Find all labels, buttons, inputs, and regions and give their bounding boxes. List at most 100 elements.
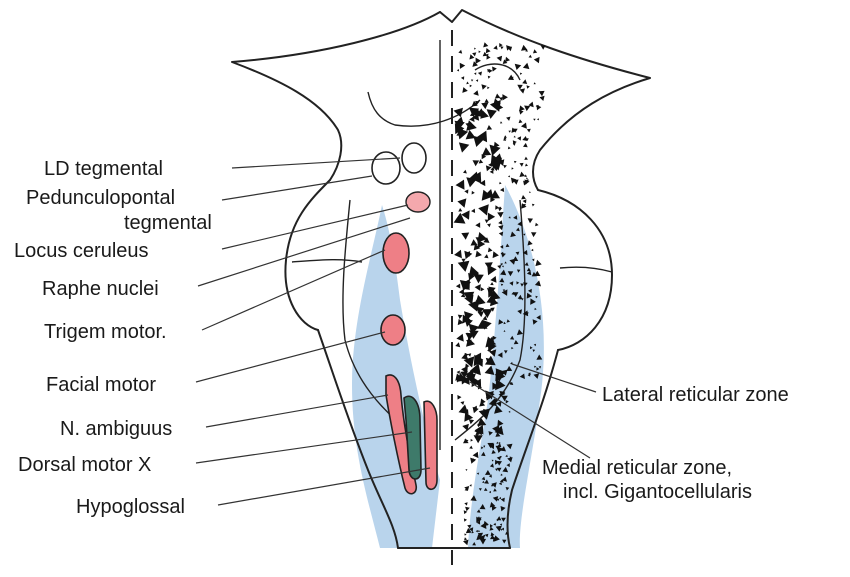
reticular-stipple xyxy=(453,42,546,546)
label-n-ambiguus: N. ambiguus xyxy=(60,418,172,440)
stipple-mark xyxy=(485,189,494,197)
stipple-mark xyxy=(526,270,532,276)
trigem-motor-nucleus xyxy=(380,314,406,346)
stipple-mark xyxy=(487,347,491,352)
stipple-mark xyxy=(464,533,467,536)
stipple-mark xyxy=(505,454,508,458)
stipple-mark xyxy=(468,300,480,312)
stipple-mark xyxy=(507,146,511,150)
stipple-mark xyxy=(472,61,478,67)
stipple-mark xyxy=(458,208,463,212)
stipple-mark xyxy=(511,291,515,295)
stipple-mark xyxy=(457,198,467,208)
stipple-mark xyxy=(478,159,484,164)
stipple-mark xyxy=(469,330,479,339)
stipple-mark xyxy=(472,52,477,57)
stipple-mark xyxy=(502,59,508,64)
stipple-mark xyxy=(473,274,484,284)
stipple-mark xyxy=(465,506,470,512)
stipple-mark xyxy=(497,352,503,358)
stipple-mark xyxy=(538,90,545,97)
stipple-mark xyxy=(455,179,465,190)
stipple-mark xyxy=(481,189,493,201)
stipple-mark xyxy=(528,372,531,376)
stipple-mark xyxy=(492,155,501,163)
stipple-mark xyxy=(485,336,497,348)
stipple-mark xyxy=(519,72,523,75)
stipple-mark xyxy=(466,120,477,131)
stipple-mark xyxy=(479,538,487,545)
stipple-mark xyxy=(496,467,502,472)
stipple-mark xyxy=(456,132,460,136)
labels: LD tegmental Pedunculopontal tegmental L… xyxy=(14,158,789,518)
stipple-mark xyxy=(495,525,502,532)
stipple-mark xyxy=(524,179,530,185)
stipple-mark xyxy=(506,319,510,323)
stipple-mark xyxy=(495,445,501,451)
stipple-mark xyxy=(476,306,485,314)
stipple-mark xyxy=(521,122,527,129)
stipple-mark xyxy=(526,85,530,89)
stipple-mark xyxy=(510,231,516,238)
stipple-mark xyxy=(490,282,494,286)
stipple-mark xyxy=(463,518,467,522)
stipple-mark xyxy=(500,121,503,124)
stipple-mark xyxy=(531,258,535,262)
stipple-mark xyxy=(492,66,497,72)
stipple-mark xyxy=(500,506,506,512)
stipple-mark xyxy=(522,310,529,317)
stipple-mark xyxy=(505,56,510,62)
stipple-mark xyxy=(495,205,500,210)
stipple-mark xyxy=(540,45,546,50)
stipple-mark xyxy=(474,47,476,50)
stipple-mark xyxy=(499,523,503,526)
stipple-mark xyxy=(498,442,501,445)
stipple-mark xyxy=(496,55,503,62)
stipple-mark xyxy=(467,524,472,529)
stipple-mark xyxy=(470,79,474,82)
stipple-mark xyxy=(481,84,487,90)
stipple-mark xyxy=(470,171,482,184)
stipple-mark xyxy=(530,346,533,350)
stipple-mark xyxy=(484,365,495,375)
stipple-mark xyxy=(494,373,504,382)
stipple-mark xyxy=(490,532,495,537)
stipple-mark xyxy=(533,49,538,54)
stipple-mark xyxy=(462,87,468,93)
label-lateral-reticular-zone: Lateral reticular zone xyxy=(602,384,789,406)
stipple-mark xyxy=(497,443,502,448)
stipple-mark xyxy=(508,130,511,133)
stipple-mark xyxy=(527,240,533,246)
stipple-mark xyxy=(488,443,495,450)
stipple-mark xyxy=(483,445,486,448)
midline xyxy=(439,30,453,565)
stipple-mark xyxy=(517,221,523,227)
stipple-mark xyxy=(453,107,463,118)
stipple-mark xyxy=(505,487,510,491)
stipple-mark xyxy=(472,160,480,167)
stipple-mark xyxy=(469,363,481,376)
stipple-mark xyxy=(502,289,506,292)
stipple-mark xyxy=(503,330,506,332)
stipple-mark xyxy=(478,408,491,420)
stipple-mark xyxy=(487,75,491,79)
stipple-mark xyxy=(501,476,507,482)
stipple-mark xyxy=(528,54,532,58)
stipple-mark xyxy=(457,318,464,326)
stipple-mark xyxy=(505,243,510,248)
stipple-mark xyxy=(512,256,519,261)
stipple-mark xyxy=(513,340,519,345)
stipple-mark xyxy=(518,119,523,124)
ld-tegmental-nucleus xyxy=(371,151,401,185)
stipple-mark xyxy=(490,524,493,528)
stipple-mark xyxy=(475,529,478,533)
stipple-mark xyxy=(492,382,499,390)
stipple-mark xyxy=(477,71,482,76)
stipple-mark xyxy=(519,110,524,115)
stipple-mark xyxy=(500,455,503,458)
stipple-mark xyxy=(514,63,522,70)
stipple-mark xyxy=(468,419,475,425)
stipple-mark xyxy=(502,539,507,544)
stipple-mark xyxy=(501,517,506,522)
stipple-mark xyxy=(489,463,494,468)
